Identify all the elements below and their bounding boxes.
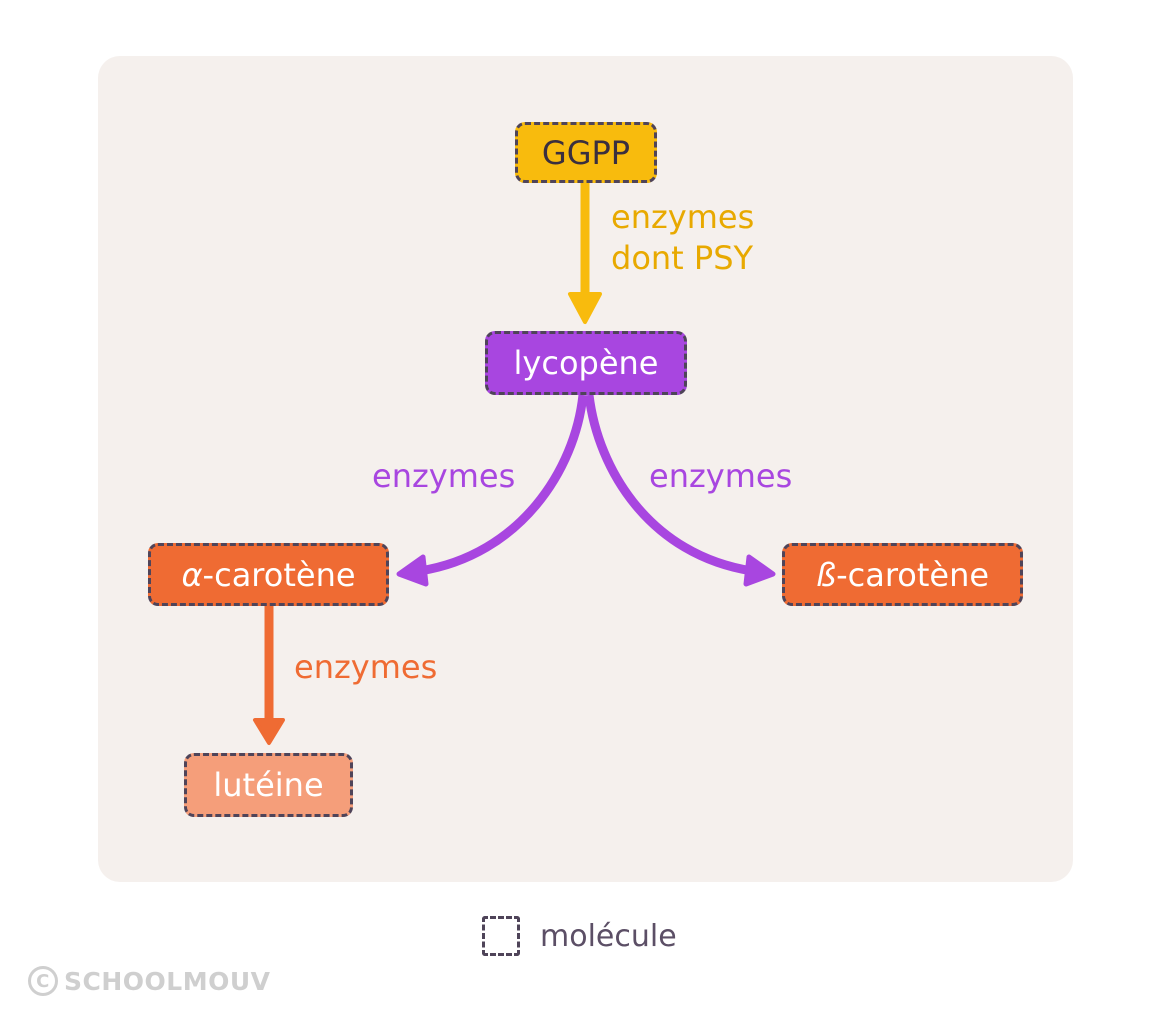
node-beta-carotene: ß-carotène bbox=[782, 543, 1023, 606]
edge-label-lycopene-beta: enzymes bbox=[649, 457, 793, 495]
legend-label: molécule bbox=[540, 918, 677, 954]
edge-label-alpha-luteine: enzymes bbox=[294, 648, 438, 686]
node-luteine: lutéine bbox=[184, 753, 353, 817]
arrowhead-lycopene-to-beta bbox=[743, 554, 776, 587]
arrowhead-ggpp-to-lycopene bbox=[568, 292, 602, 324]
node-lycopene-label: lycopène bbox=[513, 344, 659, 382]
arrowhead-lycopene-to-alpha bbox=[396, 554, 429, 587]
node-lycopene: lycopène bbox=[485, 331, 687, 395]
beta-symbol: ß bbox=[815, 555, 837, 594]
node-ggpp: GGPP bbox=[515, 122, 657, 183]
edge-label-ggpp-lycopene-line2: dont PSY bbox=[611, 239, 754, 277]
edge-label-lycopene-alpha: enzymes bbox=[372, 457, 516, 495]
alpha-symbol: α bbox=[181, 555, 203, 594]
node-ggpp-label: GGPP bbox=[541, 133, 631, 172]
node-alpha-carotene-label: -carotène bbox=[202, 555, 356, 594]
watermark: C SCHOOLMOUV bbox=[28, 966, 271, 996]
node-alpha-carotene: α-carotène bbox=[148, 543, 389, 606]
edge-label-ggpp-lycopene-line1: enzymes bbox=[611, 198, 755, 236]
node-luteine-label: lutéine bbox=[213, 766, 324, 804]
copyright-icon: C bbox=[28, 966, 58, 996]
node-beta-carotene-label: -carotène bbox=[836, 555, 990, 594]
legend: molécule bbox=[482, 916, 677, 956]
legend-dashed-box-icon bbox=[482, 916, 520, 956]
arrow-lycopene-to-beta bbox=[584, 394, 753, 576]
watermark-text: SCHOOLMOUV bbox=[64, 966, 271, 996]
arrow-lycopene-to-alpha bbox=[419, 394, 588, 576]
arrowhead-alpha-to-luteine bbox=[253, 718, 285, 745]
